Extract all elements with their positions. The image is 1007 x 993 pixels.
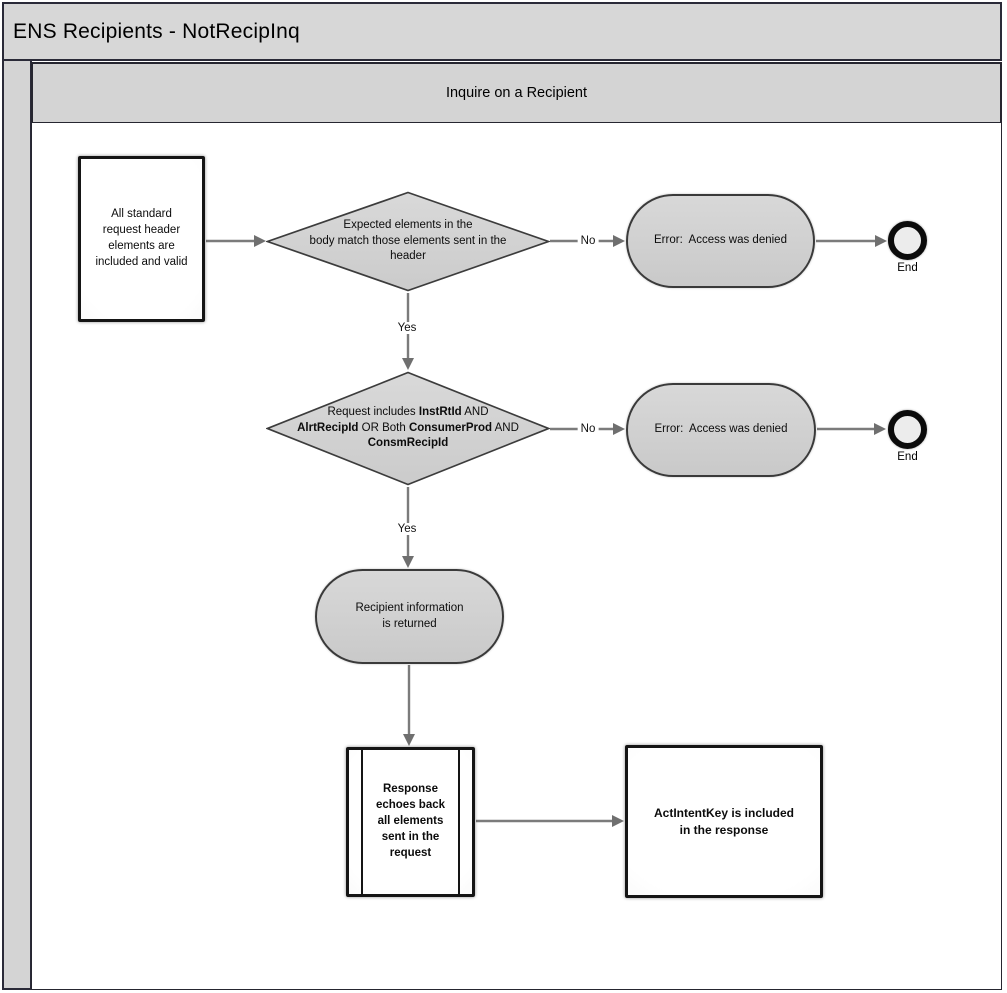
lane-title: Inquire on a Recipient xyxy=(445,85,588,101)
subprocess-right-rail xyxy=(458,750,460,894)
end-event-circle-2 xyxy=(888,410,927,449)
task-standard-header-valid: All standard request header elements are… xyxy=(78,156,205,322)
diagram-title-bar: ENS Recipients - NotRecipInq xyxy=(2,2,1002,61)
decision-label: Expected elements in the body match thos… xyxy=(309,218,507,263)
diamond-shape xyxy=(266,191,550,292)
diagram-title: ENS Recipients - NotRecipInq xyxy=(13,19,300,43)
result-recipient-returned: Recipient information is returned xyxy=(315,569,504,664)
edge-label-yes-1: Yes xyxy=(394,322,420,334)
diamond-shape xyxy=(266,371,550,486)
subprocess-response-echoes: Response echoes back all elements sent i… xyxy=(346,747,475,897)
lane-header: Inquire on a Recipient xyxy=(31,62,1002,124)
error-access-denied-2: Error: Access was denied xyxy=(626,383,816,477)
error-access-denied-1: Error: Access was denied xyxy=(626,194,815,288)
decision-body-matches-header: Expected elements in the body match thos… xyxy=(266,191,550,292)
edge-label-no-2: No xyxy=(577,423,599,435)
edge-label-yes-2: Yes xyxy=(394,523,420,535)
subprocess-left-rail xyxy=(361,750,363,894)
decision-request-includes-ids: Request includes InstRtId AND AlrtRecipI… xyxy=(266,371,550,486)
edge-label-no-1: No xyxy=(577,235,599,247)
subprocess-label: Response echoes back all elements sent i… xyxy=(375,783,446,859)
pool-label-strip xyxy=(2,61,32,990)
task-actintentkey-included: ActIntentKey is included in the response xyxy=(625,745,823,898)
end-event-circle-1 xyxy=(888,221,927,260)
end-label-1: End xyxy=(897,262,918,274)
end-label-2: End xyxy=(897,451,918,463)
decision-label: Request includes InstRtId AND AlrtRecipI… xyxy=(297,405,519,450)
